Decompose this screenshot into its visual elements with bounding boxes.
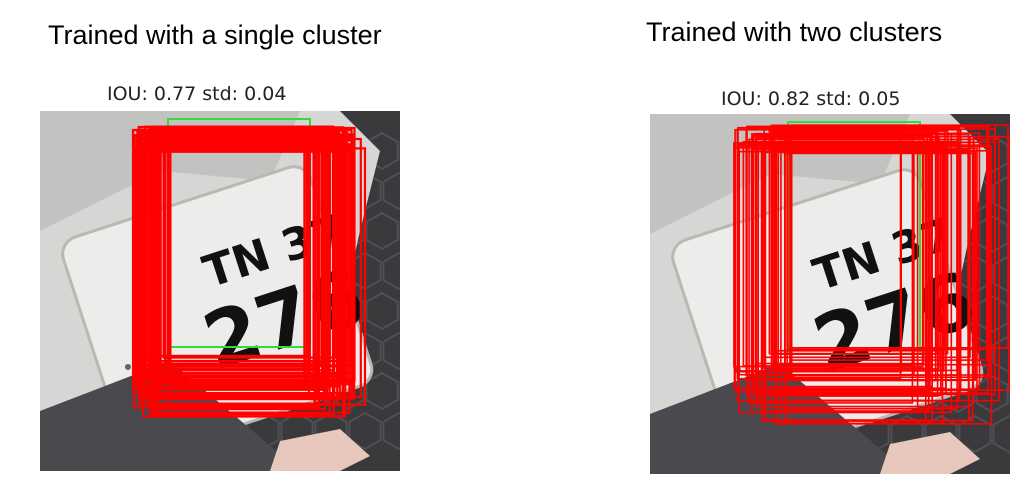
predicted-box bbox=[144, 125, 315, 389]
predicted-box bbox=[757, 141, 930, 402]
pavement-hex bbox=[365, 291, 399, 331]
pavement-hex bbox=[958, 414, 992, 454]
foreground-object bbox=[270, 429, 370, 471]
pavement-hex bbox=[348, 411, 382, 451]
pavement-lower-left bbox=[650, 364, 910, 474]
predicted-box bbox=[733, 142, 924, 368]
pavement-hex bbox=[365, 211, 399, 251]
predicted-box bbox=[773, 135, 940, 370]
pavement-hex bbox=[382, 411, 400, 451]
plate-screw bbox=[124, 363, 131, 370]
predicted-box bbox=[149, 139, 354, 375]
panel-single-cluster: Trained with a single cluster IOU: 0.77 … bbox=[40, 20, 400, 471]
predicted-box bbox=[138, 141, 316, 405]
pavement-hex bbox=[992, 414, 1010, 454]
predicted-box bbox=[786, 124, 996, 378]
panel-title: Trained with a single cluster bbox=[48, 20, 382, 50]
predicted-box bbox=[748, 138, 914, 404]
predicted-box bbox=[784, 132, 981, 390]
predicted-box bbox=[738, 143, 919, 414]
pavement-hex bbox=[382, 251, 400, 291]
panel-title: Trained with two clusters bbox=[646, 17, 943, 47]
predicted-box bbox=[761, 144, 934, 422]
predicted-box bbox=[755, 137, 925, 365]
iou-std-readout: IOU: 0.77 std: 0.04 bbox=[107, 83, 287, 105]
panel-two-clusters: Trained with two clusters IOU: 0.82 std:… bbox=[518, 0, 1036, 502]
iou-std-readout: IOU: 0.82 std: 0.05 bbox=[721, 88, 901, 110]
foreground-object bbox=[880, 432, 980, 474]
pavement-hex bbox=[382, 171, 400, 211]
predicted-box bbox=[768, 130, 949, 355]
pavement-hex bbox=[382, 331, 400, 371]
predicted-box bbox=[147, 130, 331, 363]
predicted-box bbox=[775, 149, 989, 394]
predicted-box bbox=[764, 146, 927, 421]
